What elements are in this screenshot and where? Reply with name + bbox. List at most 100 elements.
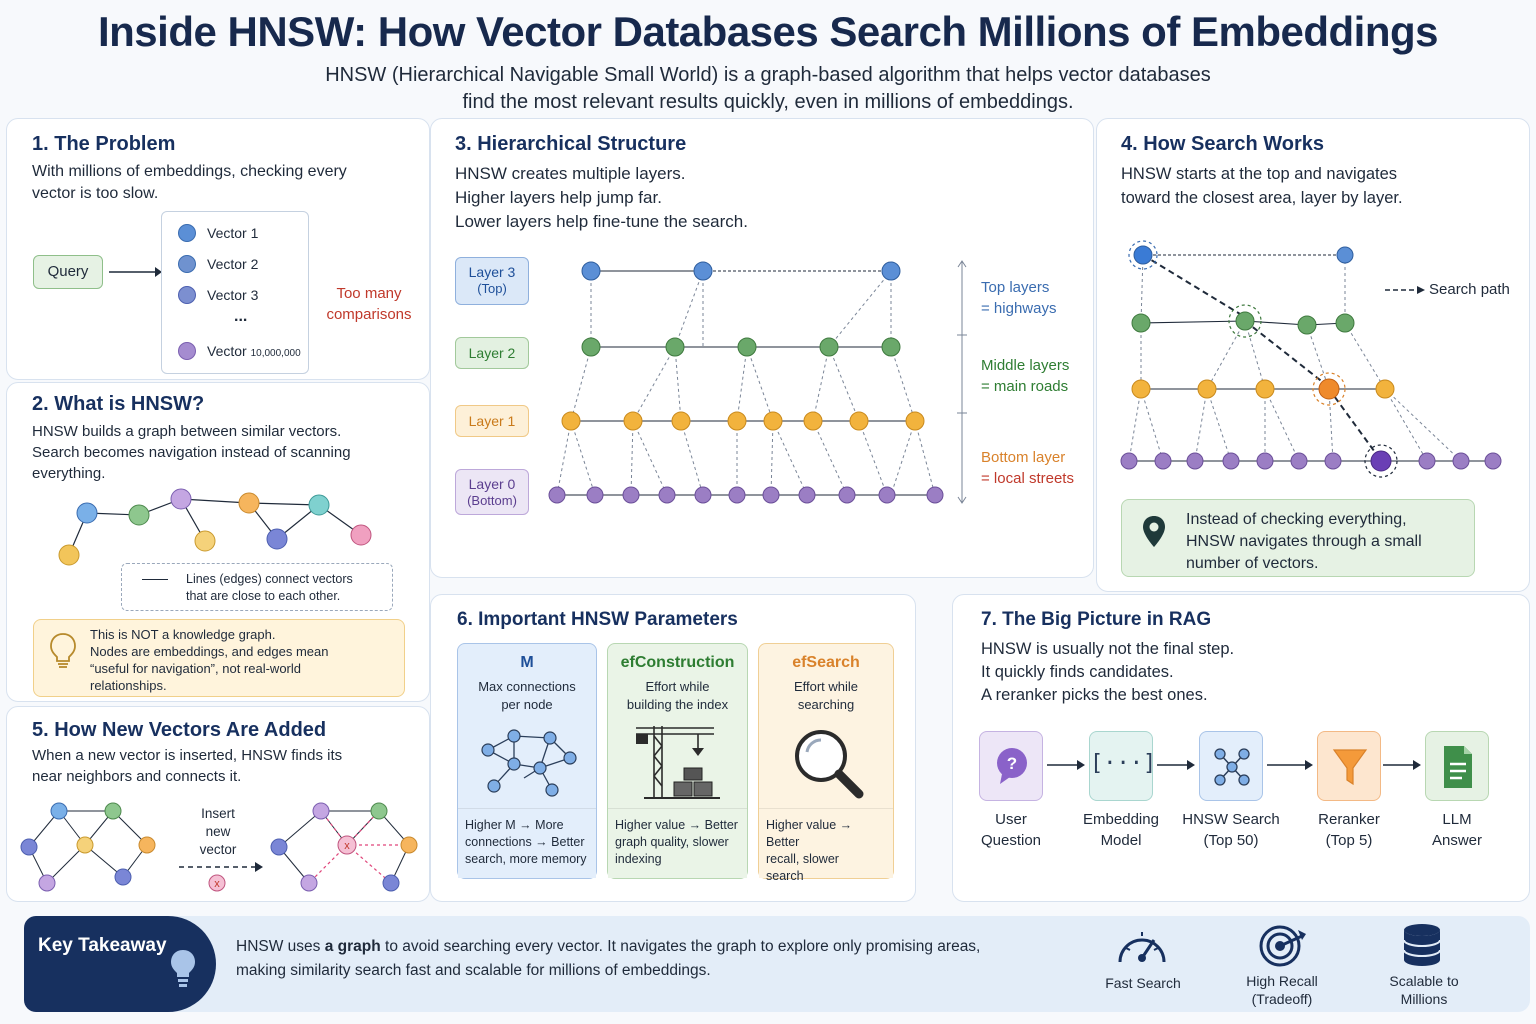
search-panel: 4. How Search Works HNSW starts at the t…: [1096, 118, 1530, 592]
insert-arrow: x: [179, 862, 263, 892]
embedding-bracket-icon: [···]: [1090, 751, 1157, 776]
bottom-layer-label: Bottom layer = local streets: [981, 449, 1074, 487]
hierarchy-title: 3. Hierarchical Structure: [455, 133, 687, 155]
hierarchy-panel: 3. Hierarchical Structure HNSW creates m…: [430, 118, 1094, 578]
search-path-legend: Search path: [1429, 281, 1510, 298]
param-efsearch-name: efSearch: [792, 654, 860, 671]
rag-step-question-label: User Question: [980, 811, 1042, 849]
graph-before-insert: [20, 802, 156, 892]
vector-dot-1: [178, 224, 196, 242]
vector-label-last: Vector 10,000,000: [207, 343, 301, 359]
network-icon: [481, 729, 577, 797]
speedometer-icon: [1118, 932, 1166, 963]
problem-panel: 1. The Problem With millions of embeddin…: [6, 118, 430, 380]
database-icon: [1403, 924, 1441, 966]
rag-step-embedding-label: Embedding Model: [1083, 811, 1159, 849]
rag-step-question: ?: [979, 731, 1043, 801]
param-efconstruction-name: efConstruction: [620, 654, 735, 671]
search-title: 4. How Search Works: [1121, 133, 1325, 155]
rag-panel: 7. The Big Picture in RAG HNSW is usuall…: [952, 594, 1530, 902]
params-panel: 6. Important HNSW Parameters M Max conne…: [430, 594, 916, 902]
top-layer-label: Top layers = highways: [981, 279, 1057, 317]
takeaway-label: Key Takeaway: [38, 935, 167, 956]
search-path-graph: [1120, 240, 1502, 478]
vector-dot-last: [178, 342, 196, 360]
document-icon: [1444, 746, 1472, 788]
param-efconstruction-desc: Effort while building the index: [626, 679, 729, 712]
insert-title: 5. How New Vectors Are Added: [32, 719, 327, 741]
search-note: Instead of checking everything, HNSW nav…: [1121, 499, 1475, 577]
param-efsearch-effect: Higher value → Better recall, slower sea…: [759, 808, 893, 883]
rag-step-llm-label: LLM Answer: [1431, 811, 1483, 849]
page-title: Inside HNSW: How Vector Databases Search…: [97, 8, 1439, 55]
layer-3-chip: Layer 3 (Top): [455, 257, 529, 305]
params-title: 6. Important HNSW Parameters: [457, 609, 738, 630]
problem-text: With millions of embeddings, checking ev…: [32, 163, 347, 202]
layer-scale-bar: [957, 260, 967, 504]
vector-list: Vector 1 Vector 2 Vector 3 ... Vector 10…: [161, 211, 309, 374]
svg-text:?: ?: [1007, 754, 1017, 773]
param-efsearch-desc: Effort while searching: [793, 679, 859, 712]
vector-dot-2: [178, 255, 196, 273]
param-card-m: M Max connections per node: [457, 643, 597, 879]
rag-step-reranker-label: Reranker (Top 5): [1318, 811, 1380, 849]
search-path-legend-arrow: [1385, 286, 1425, 294]
param-efconstruction-effect: Higher value → Better graph quality, slo…: [608, 808, 747, 878]
crane-icon: [636, 726, 720, 799]
middle-layer-label: Middle layers = main roads: [981, 357, 1070, 395]
insert-panel: 5. How New Vectors Are Added When a new …: [6, 706, 430, 902]
page-subtitle: HNSW (Hierarchical Navigable Small World…: [325, 64, 1211, 113]
edge-legend: Lines (edges) connect vectors that are c…: [121, 563, 393, 611]
graph-after-insert: x: [270, 802, 418, 892]
lightbulb-icon: [50, 633, 76, 668]
hierarchy-text: HNSW creates multiple layers. Higher lay…: [455, 164, 748, 231]
rag-step-embedding: [···]: [1089, 731, 1157, 801]
param-m-desc: Max connections per node: [478, 679, 576, 712]
target-icon: [1259, 925, 1306, 967]
edge-legend-line: [142, 579, 168, 580]
search-text: HNSW starts at the top and navigates tow…: [1121, 165, 1403, 207]
svg-text:x: x: [344, 840, 350, 852]
fast-search-label: Fast Search: [1105, 975, 1181, 991]
query-box: Query: [33, 255, 103, 289]
vector-ellipsis: ...: [234, 308, 248, 325]
layer-1-chip: Layer 1: [455, 405, 529, 437]
rag-flow-arrows: [1047, 760, 1421, 770]
rag-text: HNSW is usually not the final step. It q…: [981, 640, 1235, 704]
param-card-efconstruction: efConstruction Effort while building the…: [607, 643, 748, 879]
insert-arrow-label: Insert new vector: [199, 806, 237, 857]
rag-title: 7. The Big Picture in RAG: [981, 609, 1212, 630]
vector-dot-3: [178, 286, 196, 304]
vector-label-3: Vector 3: [207, 287, 259, 303]
rag-step-hnsw-label: HNSW Search (Top 50): [1182, 811, 1280, 849]
takeaway-text: HNSW uses a graph to avoid searching eve…: [236, 938, 981, 979]
location-pin-icon: [1143, 516, 1165, 547]
param-m-name: M: [520, 654, 534, 671]
param-card-efsearch: efSearch Effort while searching Higher v…: [758, 643, 894, 883]
takeaway-lightbulb-icon: [171, 950, 195, 987]
knowledge-graph-note: This is NOT a knowledge graph. Nodes are…: [33, 619, 405, 697]
high-recall-label: High Recall (Tradeoff): [1246, 973, 1318, 1007]
what-title: 2. What is HNSW?: [32, 393, 205, 415]
what-text: HNSW builds a graph between similar vect…: [32, 423, 351, 482]
problem-title: 1. The Problem: [32, 133, 176, 155]
hnsw-graph-illustration: [58, 488, 372, 566]
rag-step-llm: [1425, 731, 1489, 801]
knowledge-graph-note-text: This is NOT a knowledge graph. Nodes are…: [90, 627, 329, 693]
param-m-effect: Higher M → More connections → Better sea…: [458, 808, 596, 878]
insert-text: When a new vector is inserted, HNSW find…: [32, 747, 343, 785]
funnel-icon: [1332, 749, 1368, 786]
rag-step-hnsw: [1199, 731, 1263, 801]
what-panel: 2. What is HNSW? HNSW builds a graph bet…: [6, 382, 430, 702]
layered-graph: [548, 261, 944, 504]
vector-label-1: Vector 1: [207, 225, 259, 241]
rag-step-reranker: [1317, 731, 1381, 801]
question-bubble-icon: ?: [997, 748, 1027, 784]
query-arrow: [109, 267, 162, 277]
vector-label-2: Vector 2: [207, 256, 259, 272]
edge-legend-text: Lines (edges) connect vectors that are c…: [186, 572, 353, 603]
takeaway-label-box: Key Takeaway: [24, 916, 216, 1012]
too-many-warning: Too many comparisons: [326, 285, 412, 323]
layer-0-chip: Layer 0 (Bottom): [455, 469, 529, 515]
graph-nodes-icon: [1214, 748, 1250, 786]
